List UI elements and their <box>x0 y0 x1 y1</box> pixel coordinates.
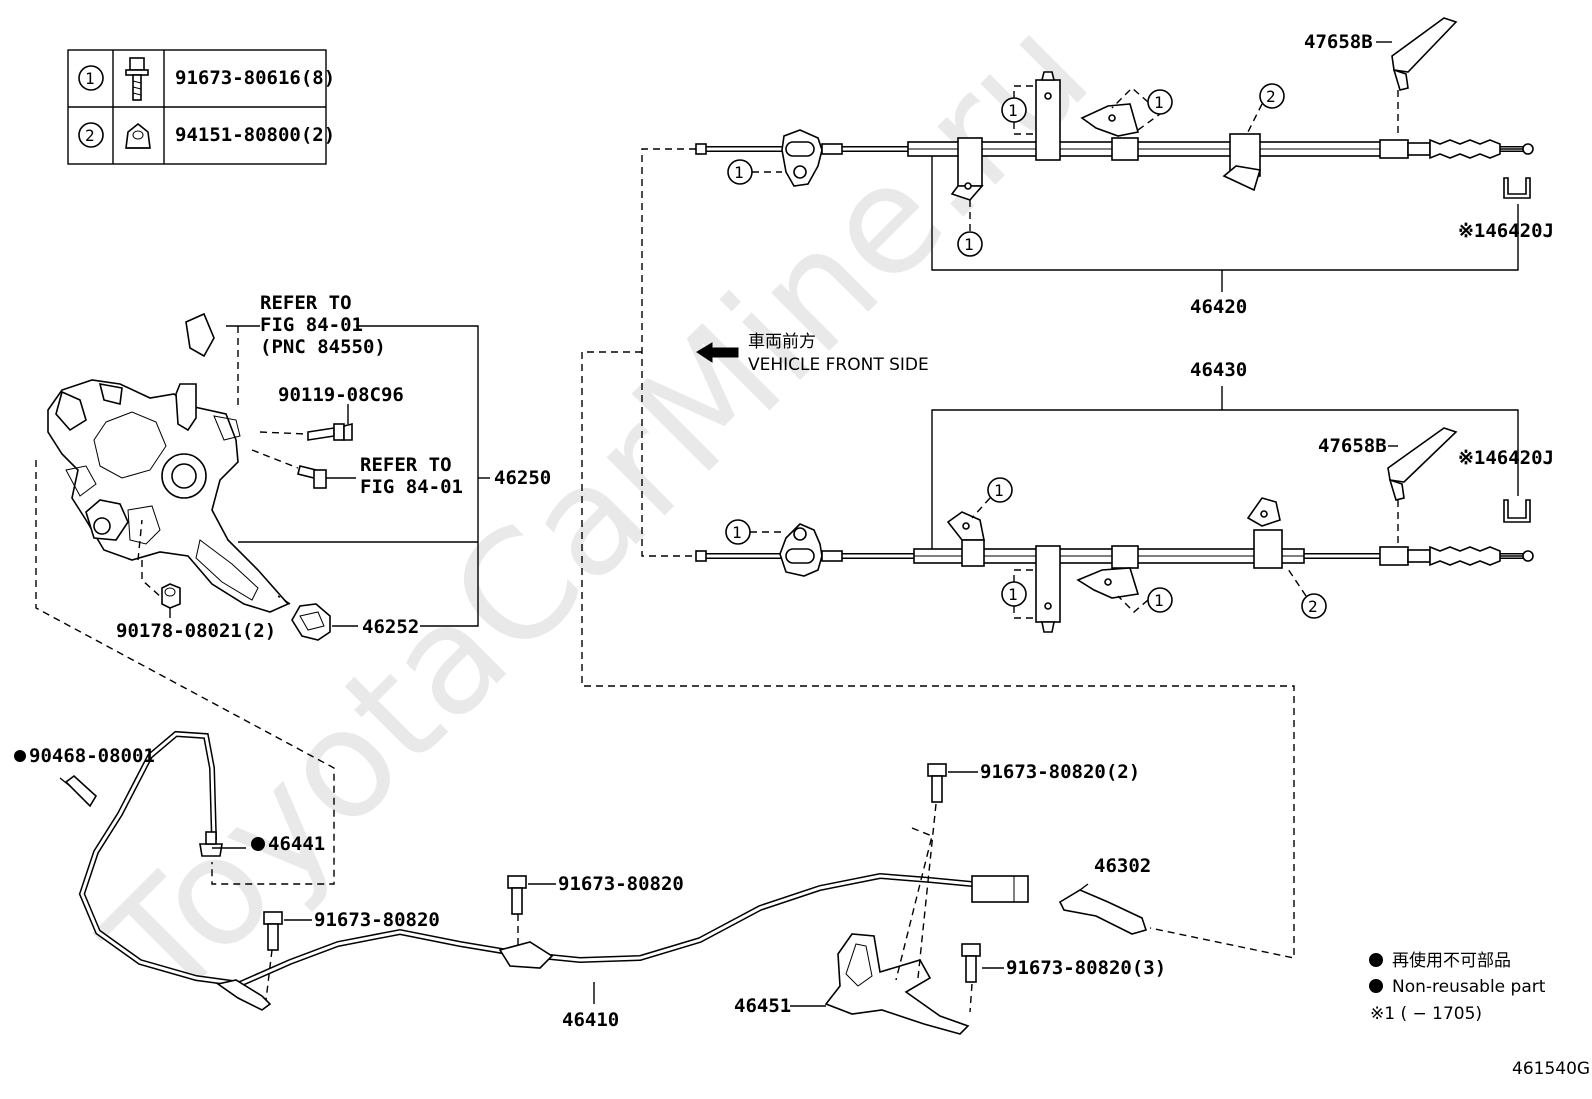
label-90119: 90119-08C96 <box>278 384 404 406</box>
clip-47658b <box>1387 427 1458 546</box>
label-91673-a: 91673-80820(2) <box>980 761 1140 783</box>
label-refer2-l1: REFER TO <box>360 454 452 476</box>
front-cable-46410: 90468-08001 46441 91673-80820(2) 91673-8… <box>14 730 1166 1035</box>
cable-end-eyelet <box>781 129 843 187</box>
label-90468: 90468-08001 <box>29 745 155 767</box>
pedal-pad-46252 <box>291 603 331 641</box>
ref-marker: 1 <box>1154 93 1164 112</box>
rear-cable-46430: 46430 <box>695 359 1554 633</box>
ref-number: 1 <box>85 69 95 88</box>
label-46451: 46451 <box>734 995 791 1017</box>
direction-en: VEHICLE FRONT SIDE <box>748 355 929 375</box>
label-46250: 46250 <box>494 467 551 489</box>
label-refer2-l2: FIG 84-01 <box>360 476 463 498</box>
clip-47658b <box>1391 17 1458 138</box>
bolt-90119 <box>307 422 353 441</box>
cable-clamp <box>950 137 984 201</box>
cable-clamp <box>1246 497 1283 569</box>
label-46410: 46410 <box>562 1009 619 1031</box>
label-46420: 46420 <box>1190 296 1247 318</box>
fasteners-table: 1 91673-80616(8) 2 94151-80800(2) <box>67 49 335 165</box>
bolt-91673 <box>961 943 981 983</box>
ref-marker: 1 <box>1008 585 1018 604</box>
bolt-91673 <box>507 875 527 915</box>
direction-jp: 車両前方 <box>748 332 816 352</box>
ref-marker: 1 <box>734 163 744 182</box>
arrow-left-icon <box>696 342 739 363</box>
label-refer1-l1: REFER TO <box>260 292 352 314</box>
cable-clamp <box>1076 545 1140 599</box>
legend-note: ※1 ( − 1705) <box>1370 1004 1482 1024</box>
figure-id: 461540G <box>1512 1059 1590 1079</box>
part-number: 94151-80800(2) <box>175 124 335 146</box>
cable-end-eyelet <box>779 523 843 577</box>
label-46420j-bot: ※146420J <box>1458 447 1554 469</box>
label-91673-c: 91673-80820 <box>314 909 440 931</box>
ref-marker: 2 <box>1266 87 1276 106</box>
cable-clamp <box>1035 545 1061 633</box>
label-46430: 46430 <box>1190 359 1247 381</box>
cable-rear-boot <box>1379 545 1534 567</box>
cable-clamp <box>1222 133 1262 192</box>
parking-brake-pedal-assembly: REFER TO FIG 84-01 (PNC 84550) 90119-08C… <box>47 292 551 642</box>
nut-icon <box>125 122 151 149</box>
ref-marker: 1 <box>1154 591 1164 610</box>
clip-46302 <box>1058 883 1148 935</box>
clip-90468 <box>59 774 98 808</box>
connection-lines <box>581 148 1295 959</box>
cable-rear-boot <box>1379 138 1534 160</box>
label-46420j-top: ※146420J <box>1458 220 1554 242</box>
label-46441: 46441 <box>268 833 325 855</box>
bolt-91673 <box>927 763 947 803</box>
cable-clamp <box>1035 71 1061 161</box>
label-47658b-bot: 47658B <box>1318 435 1387 457</box>
rear-cable-46420: 1 1 1 1 2 47658B ※146420J 46420 <box>695 17 1554 318</box>
label-47658b-top: 47658B <box>1304 31 1373 53</box>
cable-clamp <box>946 511 985 567</box>
bolt-91673 <box>263 911 283 951</box>
part-number: 91673-80616(8) <box>175 67 335 89</box>
ref-marker: 1 <box>732 523 742 542</box>
table-row: 2 94151-80800(2) <box>78 122 335 149</box>
label-refer1-l2: FIG 84-01 <box>260 314 363 336</box>
ref-marker: 1 <box>1008 101 1018 120</box>
nut-90178 <box>161 583 181 609</box>
bolt-icon <box>125 57 149 101</box>
label-refer1-l3: (PNC 84550) <box>260 336 386 358</box>
legend-jp: 再使用不可部品 <box>1392 950 1511 971</box>
bolt-refer <box>297 465 327 489</box>
label-46302: 46302 <box>1094 855 1151 877</box>
connection-lines <box>35 460 335 885</box>
label-46252: 46252 <box>362 616 419 638</box>
ref-marker: 2 <box>1308 597 1318 616</box>
legend: 再使用不可部品 Non-reusable part ※1 ( − 1705) <box>1369 950 1546 1024</box>
label-91673-b: 91673-80820 <box>558 873 684 895</box>
vehicle-front-direction: 車両前方 VEHICLE FRONT SIDE <box>696 332 929 375</box>
cable-clamp <box>1080 103 1140 161</box>
ref-marker: 1 <box>994 481 1004 500</box>
label-90178: 90178-08021(2) <box>116 620 276 642</box>
ref-marker: 1 <box>964 235 974 254</box>
ref-number: 2 <box>85 126 95 145</box>
bracket-46451 <box>824 933 970 1035</box>
table-row: 1 91673-80616(8) <box>78 57 335 101</box>
legend-en: Non-reusable part <box>1392 977 1546 997</box>
label-91673-d: 91673-80820(3) <box>1006 957 1166 979</box>
